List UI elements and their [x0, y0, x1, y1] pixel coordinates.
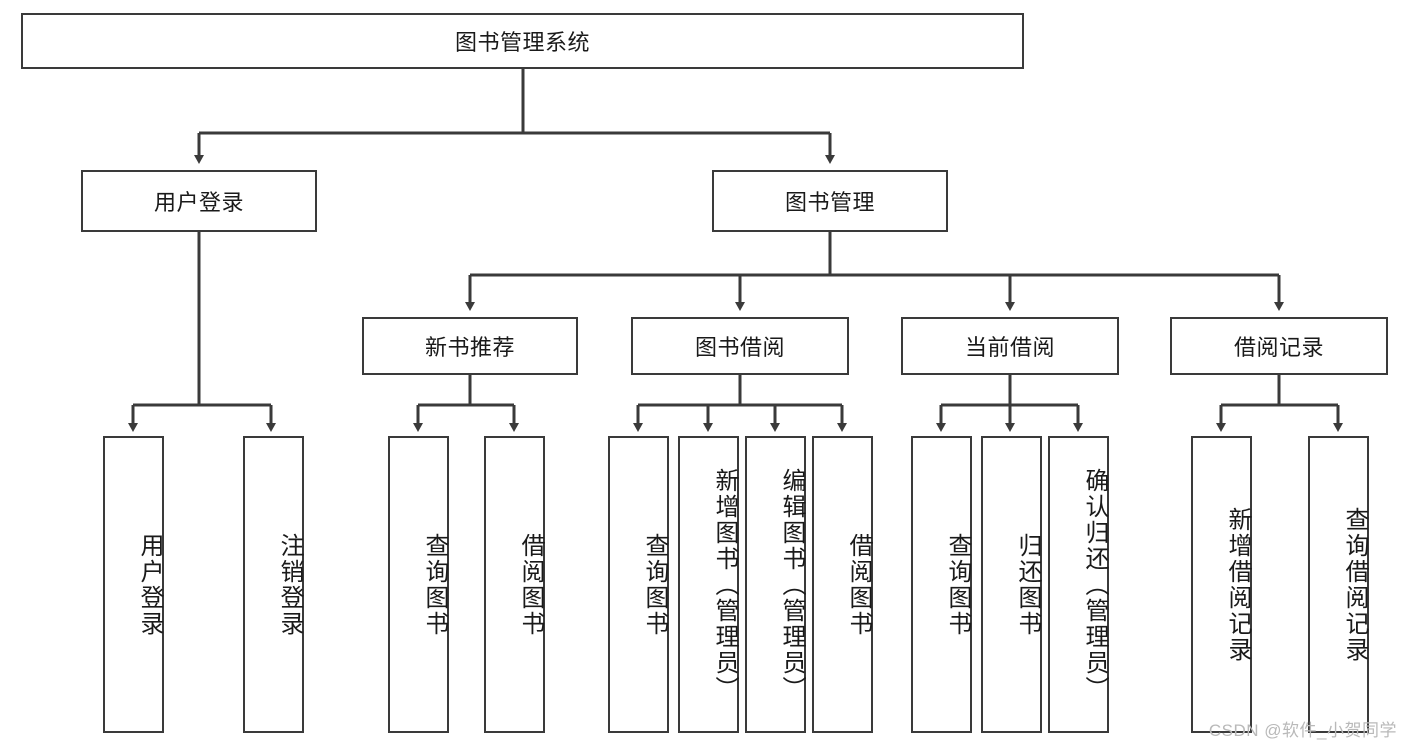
leaf-edit-book-admin[interactable]: 编辑图书（管理员） — [745, 436, 806, 733]
leaf-confirm-return-admin[interactable]: 确认归还（管理员） — [1048, 436, 1109, 733]
node-label: 借阅图书 — [845, 532, 872, 637]
node-label: 新增图书（管理员） — [711, 467, 738, 702]
leaf-query-book-current[interactable]: 查询图书 — [911, 436, 972, 733]
node-borrow-record[interactable]: 借阅记录 — [1170, 317, 1388, 375]
leaf-query-book-borrow[interactable]: 查询图书 — [608, 436, 669, 733]
node-label: 当前借阅 — [964, 335, 1055, 360]
leaf-user-login[interactable]: 用户登录 — [103, 436, 164, 733]
node-label: 归还图书 — [1014, 532, 1041, 637]
leaf-return-book[interactable]: 归还图书 — [981, 436, 1042, 733]
node-label: 用户登录 — [136, 532, 163, 637]
node-label: 图书借阅 — [694, 335, 785, 360]
leaf-logout[interactable]: 注销登录 — [243, 436, 304, 733]
connector-login-to-leaves — [128, 232, 276, 432]
node-root-book-management-system[interactable]: 图书管理系统 — [21, 13, 1024, 69]
node-label: 图书管理系统 — [454, 30, 590, 55]
connector-borrow-to-leaves — [633, 375, 847, 432]
node-label: 编辑图书（管理员） — [778, 467, 805, 702]
node-book-management[interactable]: 图书管理 — [712, 170, 948, 232]
watermark-text: CSDN @软件_小贺同学 — [1208, 721, 1397, 740]
connector-newbook-to-leaves — [413, 375, 519, 432]
node-label: 借阅图书 — [517, 532, 544, 637]
node-label: 查询图书 — [641, 532, 668, 637]
node-label: 查询借阅记录 — [1341, 506, 1368, 663]
leaf-add-borrow-record[interactable]: 新增借阅记录 — [1191, 436, 1252, 733]
leaf-borrow-book-newbook[interactable]: 借阅图书 — [484, 436, 545, 733]
leaf-query-book-newbook[interactable]: 查询图书 — [388, 436, 449, 733]
connector-current-to-leaves — [936, 375, 1083, 432]
node-label: 注销登录 — [276, 532, 303, 637]
leaf-query-borrow-record[interactable]: 查询借阅记录 — [1308, 436, 1369, 733]
leaf-borrow-book[interactable]: 借阅图书 — [812, 436, 873, 733]
node-book-borrow[interactable]: 图书借阅 — [631, 317, 849, 375]
node-label: 新书推荐 — [424, 335, 515, 360]
node-user-login[interactable]: 用户登录 — [81, 170, 317, 232]
node-label: 新增借阅记录 — [1224, 506, 1251, 663]
node-current-borrow[interactable]: 当前借阅 — [901, 317, 1119, 375]
connector-bookmgmt-to-level3 — [465, 232, 1284, 311]
connector-root-to-level2 — [194, 69, 835, 164]
node-label: 借阅记录 — [1233, 335, 1324, 360]
node-new-book-recommend[interactable]: 新书推荐 — [362, 317, 578, 375]
node-label: 查询图书 — [944, 532, 971, 637]
node-label: 图书管理 — [784, 190, 875, 215]
node-label: 查询图书 — [421, 532, 448, 637]
node-label: 确认归还（管理员） — [1081, 467, 1108, 702]
node-label: 用户登录 — [153, 190, 244, 215]
leaf-add-book-admin[interactable]: 新增图书（管理员） — [678, 436, 739, 733]
connector-record-to-leaves — [1216, 375, 1343, 432]
